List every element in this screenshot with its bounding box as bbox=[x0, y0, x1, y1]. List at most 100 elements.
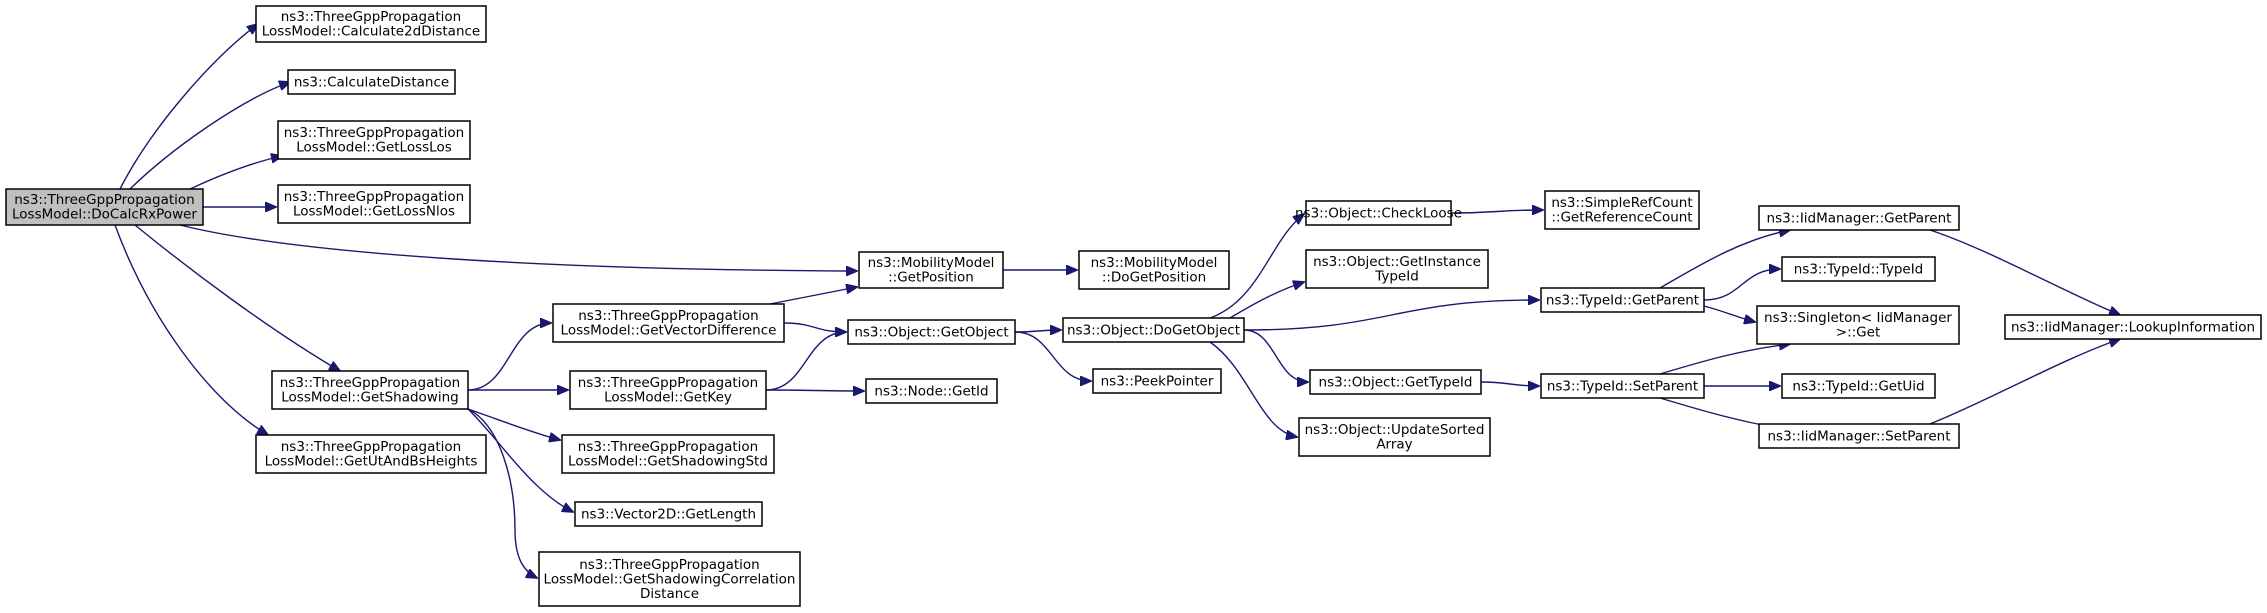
node-n3[interactable]: ns3::ThreeGppPropagationLossModel::GetLo… bbox=[277, 120, 471, 160]
node-box bbox=[561, 434, 775, 474]
edge-line bbox=[134, 224, 340, 371]
node-box bbox=[1298, 417, 1491, 457]
node-box bbox=[847, 319, 1016, 345]
edge-line bbox=[1014, 330, 1061, 332]
node-label: ::GetPosition bbox=[888, 270, 974, 286]
node-box bbox=[271, 370, 469, 410]
node-n10[interactable]: ns3::ThreeGppPropagationLossModel::GetKe… bbox=[569, 370, 767, 410]
node-label: ns3::Singleton< IidManager bbox=[1764, 310, 1952, 326]
node-label: ns3::Node::GetId bbox=[874, 383, 988, 399]
node-n18[interactable]: ns3::Object::CheckLoose bbox=[1295, 200, 1462, 226]
node-label: ns3::IidManager::GetParent bbox=[1767, 210, 1952, 226]
node-box bbox=[574, 501, 763, 527]
node-n29[interactable]: ns3::IidManager::SetParent bbox=[1758, 423, 1960, 449]
node-n26[interactable]: ns3::TypeId::TypeId bbox=[1781, 256, 1936, 282]
node-box bbox=[2004, 314, 2262, 340]
node-n22[interactable]: ns3::SimpleRefCount::GetReferenceCount bbox=[1544, 190, 1700, 230]
edge-line bbox=[1243, 329, 1308, 382]
node-label: ns3::ThreeGppPropagation bbox=[281, 9, 462, 25]
node-n4[interactable]: ns3::ThreeGppPropagationLossModel::GetLo… bbox=[277, 184, 471, 224]
edge-n0-n6 bbox=[134, 224, 340, 371]
node-n5[interactable]: ns3::MobilityModel::GetPosition bbox=[858, 251, 1004, 289]
node-n23[interactable]: ns3::TypeId::GetParent bbox=[1540, 287, 1705, 313]
edge-n9-n5 bbox=[769, 287, 857, 305]
edge-n23-n26 bbox=[1703, 269, 1780, 301]
node-n15[interactable]: ns3::Node::GetId bbox=[865, 378, 998, 404]
edge-line bbox=[119, 24, 258, 190]
node-label: Array bbox=[1376, 437, 1412, 453]
edge-line bbox=[467, 408, 537, 578]
edge-n6-n9 bbox=[467, 323, 551, 391]
node-label: LossModel::GetUtAndBsHeights bbox=[265, 454, 478, 470]
node-label: ns3::TypeId::GetParent bbox=[1546, 292, 1699, 308]
node-n2[interactable]: ns3::CalculateDistance bbox=[287, 69, 456, 95]
node-n24[interactable]: ns3::TypeId::SetParent bbox=[1540, 373, 1705, 399]
node-n28[interactable]: ns3::TypeId::GetUid bbox=[1781, 373, 1936, 399]
edge-line bbox=[765, 332, 846, 391]
node-n11[interactable]: ns3::ThreeGppPropagationLossModel::GetSh… bbox=[561, 434, 775, 474]
node-n6[interactable]: ns3::ThreeGppPropagationLossModel::GetSh… bbox=[271, 370, 469, 410]
node-n14[interactable]: ns3::Object::GetObject bbox=[847, 319, 1016, 345]
edge-n18-n22 bbox=[1450, 210, 1543, 213]
node-label: ns3::ThreeGppPropagation bbox=[578, 375, 759, 391]
node-n30[interactable]: ns3::IidManager::LookupInformation bbox=[2004, 314, 2262, 340]
node-label: ns3::Object::CheckLoose bbox=[1295, 205, 1462, 221]
node-label: ns3::Object::GetTypeId bbox=[1319, 374, 1473, 390]
node-box bbox=[1305, 200, 1452, 226]
node-label: ns3::Object::GetObject bbox=[854, 324, 1008, 340]
node-label: ns3::MobilityModel bbox=[1091, 255, 1218, 271]
edge-n0-n2 bbox=[129, 82, 290, 190]
node-label: LossModel::DoCalcRxPower bbox=[12, 207, 197, 223]
node-n25[interactable]: ns3::IidManager::GetParent bbox=[1758, 205, 1960, 231]
node-n27[interactable]: ns3::Singleton< IidManager >::Get bbox=[1756, 305, 1960, 345]
edge-n0-n3 bbox=[189, 156, 282, 190]
node-n7[interactable]: ns3::ThreeGppPropagationLossModel::GetUt… bbox=[255, 434, 487, 474]
node-n12[interactable]: ns3::Vector2D::GetLength bbox=[574, 501, 763, 527]
node-n13[interactable]: ns3::ThreeGppPropagationLossModel::GetSh… bbox=[538, 551, 801, 607]
node-label: ns3::IidManager::SetParent bbox=[1768, 428, 1951, 444]
node-label: ns3::TypeId::TypeId bbox=[1794, 261, 1924, 277]
node-n8[interactable]: ns3::MobilityModel::DoGetPosition bbox=[1078, 250, 1230, 290]
node-n20[interactable]: ns3::Object::GetTypeId bbox=[1309, 369, 1482, 395]
node-label: ns3::MobilityModel bbox=[868, 255, 995, 271]
edge-n20-n24 bbox=[1480, 382, 1539, 386]
edge-n6-n12 bbox=[467, 408, 573, 512]
node-label: ns3::ThreeGppPropagation bbox=[579, 557, 760, 573]
edge-n23-n25 bbox=[1659, 230, 1790, 289]
node-label: ns3::Object::DoGetObject bbox=[1067, 322, 1240, 338]
edge-line bbox=[114, 224, 268, 435]
edge-line bbox=[1209, 341, 1297, 437]
node-label: ns3::TypeId::SetParent bbox=[1547, 378, 1698, 394]
node-box bbox=[569, 370, 767, 410]
edge-line bbox=[1659, 344, 1790, 375]
node-n0[interactable]: ns3::ThreeGppPropagationLossModel::DoCal… bbox=[5, 188, 204, 226]
node-box bbox=[1758, 205, 1960, 231]
node-n16[interactable]: ns3::Object::DoGetObject bbox=[1062, 317, 1245, 343]
node-box bbox=[1078, 250, 1230, 290]
node-n1[interactable]: ns3::ThreeGppPropagationLossModel::Calcu… bbox=[255, 5, 487, 43]
node-label: ns3::Vector2D::GetLength bbox=[581, 506, 756, 522]
node-label: TypeId bbox=[1374, 269, 1419, 285]
node-label: ::GetReferenceCount bbox=[1551, 210, 1692, 226]
node-label: >::Get bbox=[1836, 325, 1880, 341]
node-n9[interactable]: ns3::ThreeGppPropagationLossModel::GetVe… bbox=[552, 303, 785, 343]
node-label: ns3::ThreeGppPropagation bbox=[280, 375, 461, 391]
node-box bbox=[1781, 256, 1936, 282]
edge-n24-n27 bbox=[1659, 344, 1790, 375]
node-label: ns3::ThreeGppPropagation bbox=[281, 439, 462, 455]
node-label: LossModel::GetShadowingStd bbox=[568, 454, 768, 470]
edge-n0-n1 bbox=[119, 24, 258, 190]
node-n17[interactable]: ns3::PeekPointer bbox=[1092, 368, 1222, 394]
edge-line bbox=[765, 390, 864, 391]
edge-n29-n30 bbox=[1929, 339, 2120, 425]
node-box bbox=[277, 120, 471, 160]
node-box bbox=[255, 5, 487, 43]
node-label: ns3::ThreeGppPropagation bbox=[284, 189, 465, 205]
node-label: Distance bbox=[640, 586, 699, 602]
edge-line bbox=[467, 408, 573, 512]
node-label: ns3::ThreeGppPropagation bbox=[284, 125, 465, 141]
edge-line bbox=[467, 323, 551, 391]
